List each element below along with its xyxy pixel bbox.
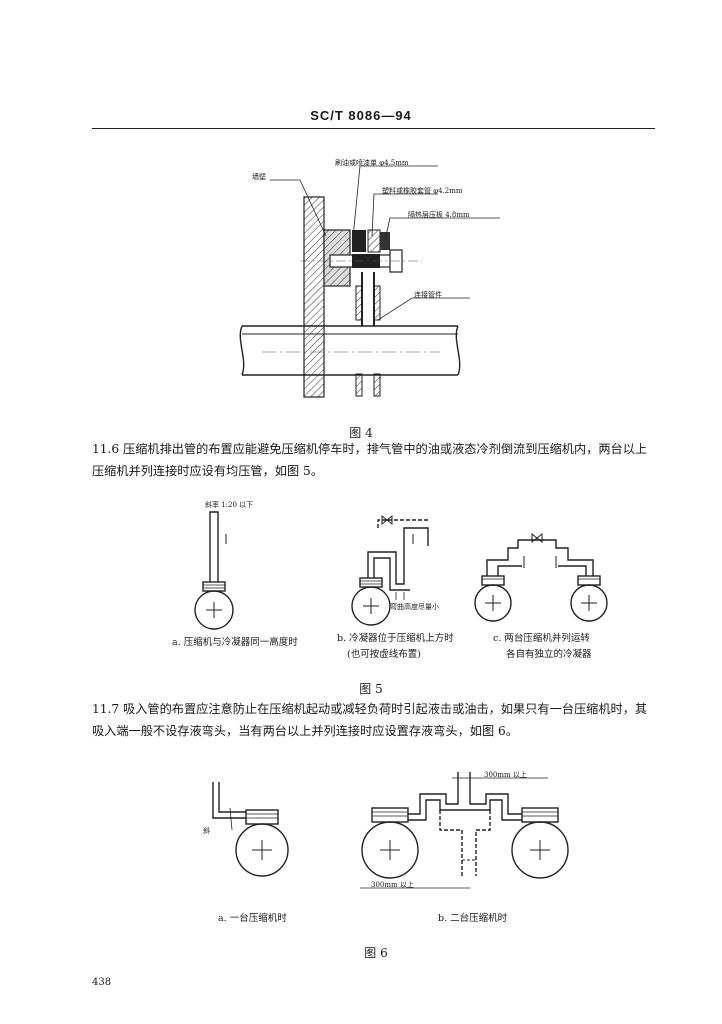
main-pipe [239, 325, 461, 376]
fig6a-compressor [212, 782, 289, 877]
fig5-sub-b: b. 冷凝器位于压缩机上方时 [337, 633, 454, 644]
bolt [329, 249, 403, 273]
fig5-sub-a: a. 压缩机与冷凝器同一高度时 [172, 637, 298, 648]
support-sleeve [355, 272, 381, 397]
fig5-sub-c: c. 两台压缩机并列运转 [493, 633, 590, 644]
figure-5-caption: 图 5 [359, 682, 383, 696]
fig4-label-seal2: 塑料或橡胶套管 φ4.2mm [382, 187, 463, 195]
fig6-sub-a: a. 一台压缩机时 [218, 913, 287, 924]
standard-number: SC/T 8086—94 [310, 108, 412, 123]
fig5a-compressor [194, 511, 234, 630]
fig5c-compressors [474, 532, 608, 622]
fig4-label-pipe: 连接管件 [414, 291, 442, 299]
figure-6-caption: 图 6 [364, 946, 388, 960]
figure-4-caption: 图 4 [349, 426, 373, 440]
fig5-label-slope: 斜率 1:20 以下 [205, 501, 254, 509]
section-11-7-text: 11.7 吸入管的布置应注意防止在压缩机起动或减轻负荷时引起液击或油击，如果只有… [92, 702, 648, 738]
flange [323, 229, 390, 287]
fig5-sub-c2: 各自有独立的冷凝器 [506, 649, 592, 660]
header-rule [92, 128, 655, 129]
fig6-sub-b: b. 二台压缩机时 [438, 913, 508, 924]
wall-section [303, 196, 325, 398]
fig5-label-b-note: 弯曲高度尽量小 [390, 603, 439, 611]
fig6-label-slope: 斜 [203, 827, 210, 835]
fig4-label-wall: 墙壁 [252, 173, 266, 181]
fig4-label-seal1: 刷油或喷漆单 φ4.5mm [335, 159, 409, 167]
fig6b-compressors [360, 772, 569, 889]
fig6-label-300-top: 300mm 以上 [484, 771, 527, 779]
fig5-sub-b2: (也可按虚线布置) [347, 649, 421, 660]
page-number: 438 [92, 977, 112, 988]
section-11-6-text: 11.6 压缩机排出管的布置应能避免压缩机停车时，排气管中的油或液态冷剂倒流到压… [92, 442, 648, 478]
fig4-label-seal3: 隔热层压板 4.8mm [408, 211, 470, 219]
fig6-label-300-bottom: 300mm 以上 [371, 881, 414, 889]
